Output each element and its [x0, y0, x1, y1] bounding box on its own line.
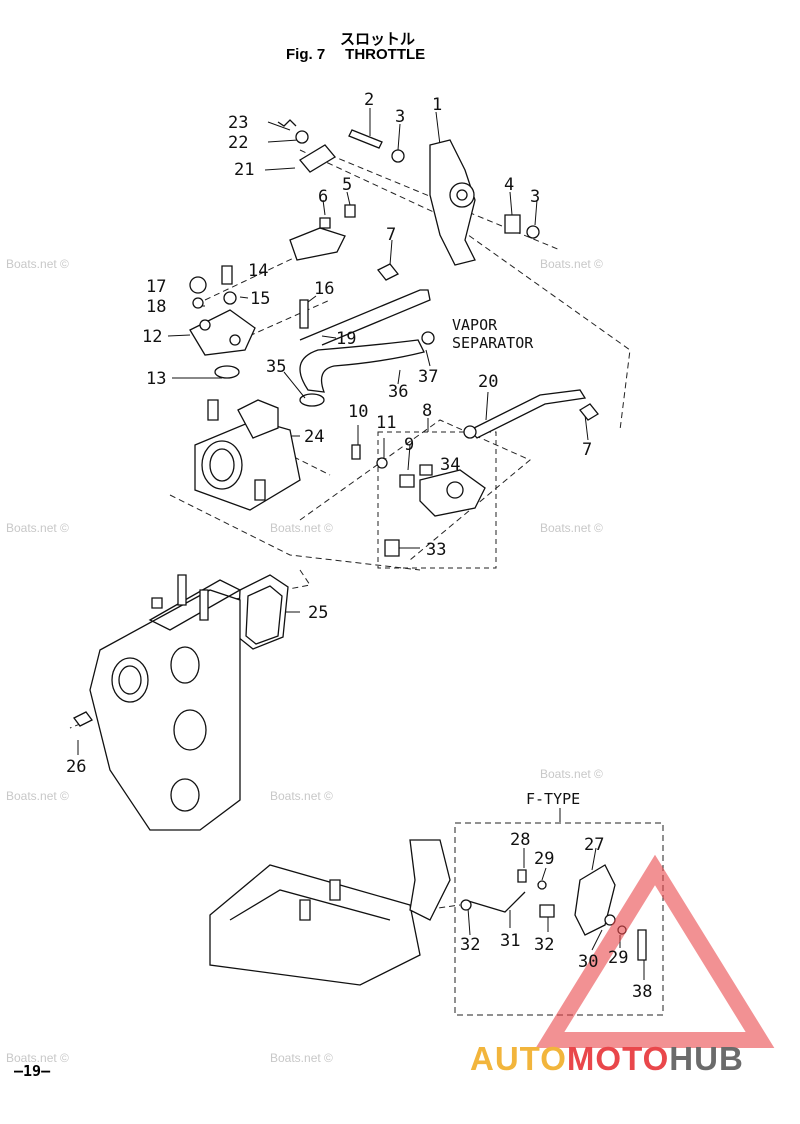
callout-label: 35 [266, 357, 286, 377]
callout-label: 18 [146, 297, 166, 317]
callout-label: 13 [146, 369, 166, 389]
callout-label: 36 [388, 382, 408, 402]
callout-label: 24 [304, 427, 324, 447]
callout-label: 6 [318, 187, 328, 207]
page-number: —19— [14, 1062, 51, 1080]
callout-label: 1 [432, 95, 442, 115]
callout-label: 4 [504, 175, 514, 195]
brand-part-moto: MOTO [566, 1040, 670, 1077]
callout-label: 3 [395, 107, 405, 127]
manifold-group [73, 574, 289, 831]
callout-label: 34 [440, 455, 460, 475]
note-vapor: VAPOR [452, 316, 498, 334]
callout-label: 33 [426, 540, 446, 560]
watermarks: Boats.net © Boats.net © Boats.net © Boat… [6, 257, 603, 1065]
figure-title: Fig. 7 THROTTLE [286, 46, 425, 63]
callout-label: 20 [478, 372, 498, 392]
callout-label: 8 [422, 401, 432, 421]
title-japanese: スロットル [340, 31, 416, 48]
callout-label: 23 [228, 113, 248, 133]
brand-wordmark: AUTOMOTOHUB [470, 1040, 744, 1078]
callout-label: 38 [632, 982, 652, 1002]
callout-label: 15 [250, 289, 270, 309]
linkage-group [189, 263, 431, 379]
callout-label: 12 [142, 327, 162, 347]
callout-label: 29 [608, 948, 628, 968]
hose-group [299, 331, 599, 439]
callout-label: 21 [234, 160, 254, 180]
callout-label: 31 [500, 931, 520, 951]
watermark: Boats.net © [270, 789, 333, 803]
brand-part-auto: AUTO [470, 1040, 567, 1077]
brand-part-hub: HUB [669, 1040, 744, 1077]
callout-label: 25 [308, 603, 328, 623]
note-separator: SEPARATOR [452, 334, 534, 352]
callout-label: 30 [578, 952, 598, 972]
callout-label: 14 [248, 261, 268, 281]
adjuster-group [351, 444, 486, 557]
callout-labels: 1 2 3 3 4 5 6 7 7 8 9 10 11 12 13 14 15 … [66, 90, 652, 1002]
figure-number: Fig. 7 [286, 46, 326, 63]
callout-label: 3 [530, 187, 540, 207]
callout-label: 5 [342, 175, 352, 195]
watermark: Boats.net © [540, 521, 603, 535]
callout-label: 32 [534, 935, 554, 955]
callout-label: 7 [582, 440, 592, 460]
figure-name: THROTTLE [345, 46, 426, 63]
throttle-lever-group [277, 119, 540, 266]
callout-label: 26 [66, 757, 86, 777]
callout-label: 9 [404, 435, 414, 455]
callout-label: 17 [146, 277, 166, 297]
leader-lines [77, 108, 645, 980]
watermark: Boats.net © [270, 1051, 333, 1065]
callout-label: 27 [584, 835, 604, 855]
watermark: Boats.net © [6, 521, 69, 535]
callout-label: 32 [460, 935, 480, 955]
watermark: Boats.net © [6, 257, 69, 271]
callout-label: 16 [314, 279, 334, 299]
watermark: Boats.net © [6, 789, 69, 803]
callout-label: 7 [386, 225, 396, 245]
callout-label: 29 [534, 849, 554, 869]
callout-label: 37 [418, 367, 438, 387]
callout-label: 11 [376, 413, 396, 433]
callout-label: 2 [364, 90, 374, 110]
callout-label: 10 [348, 402, 368, 422]
f-type-group [209, 839, 647, 986]
note-f-type: F-TYPE [526, 790, 580, 808]
throttle-body [194, 399, 301, 511]
watermark: Boats.net © [540, 767, 603, 781]
callout-label: 28 [510, 830, 530, 850]
watermark: Boats.net © [6, 1051, 69, 1065]
watermark: Boats.net © [540, 257, 603, 271]
callout-label: 19 [336, 329, 356, 349]
callout-label: 22 [228, 133, 248, 153]
watermark: Boats.net © [270, 521, 333, 535]
brand-logo-icon [535, 854, 775, 1048]
